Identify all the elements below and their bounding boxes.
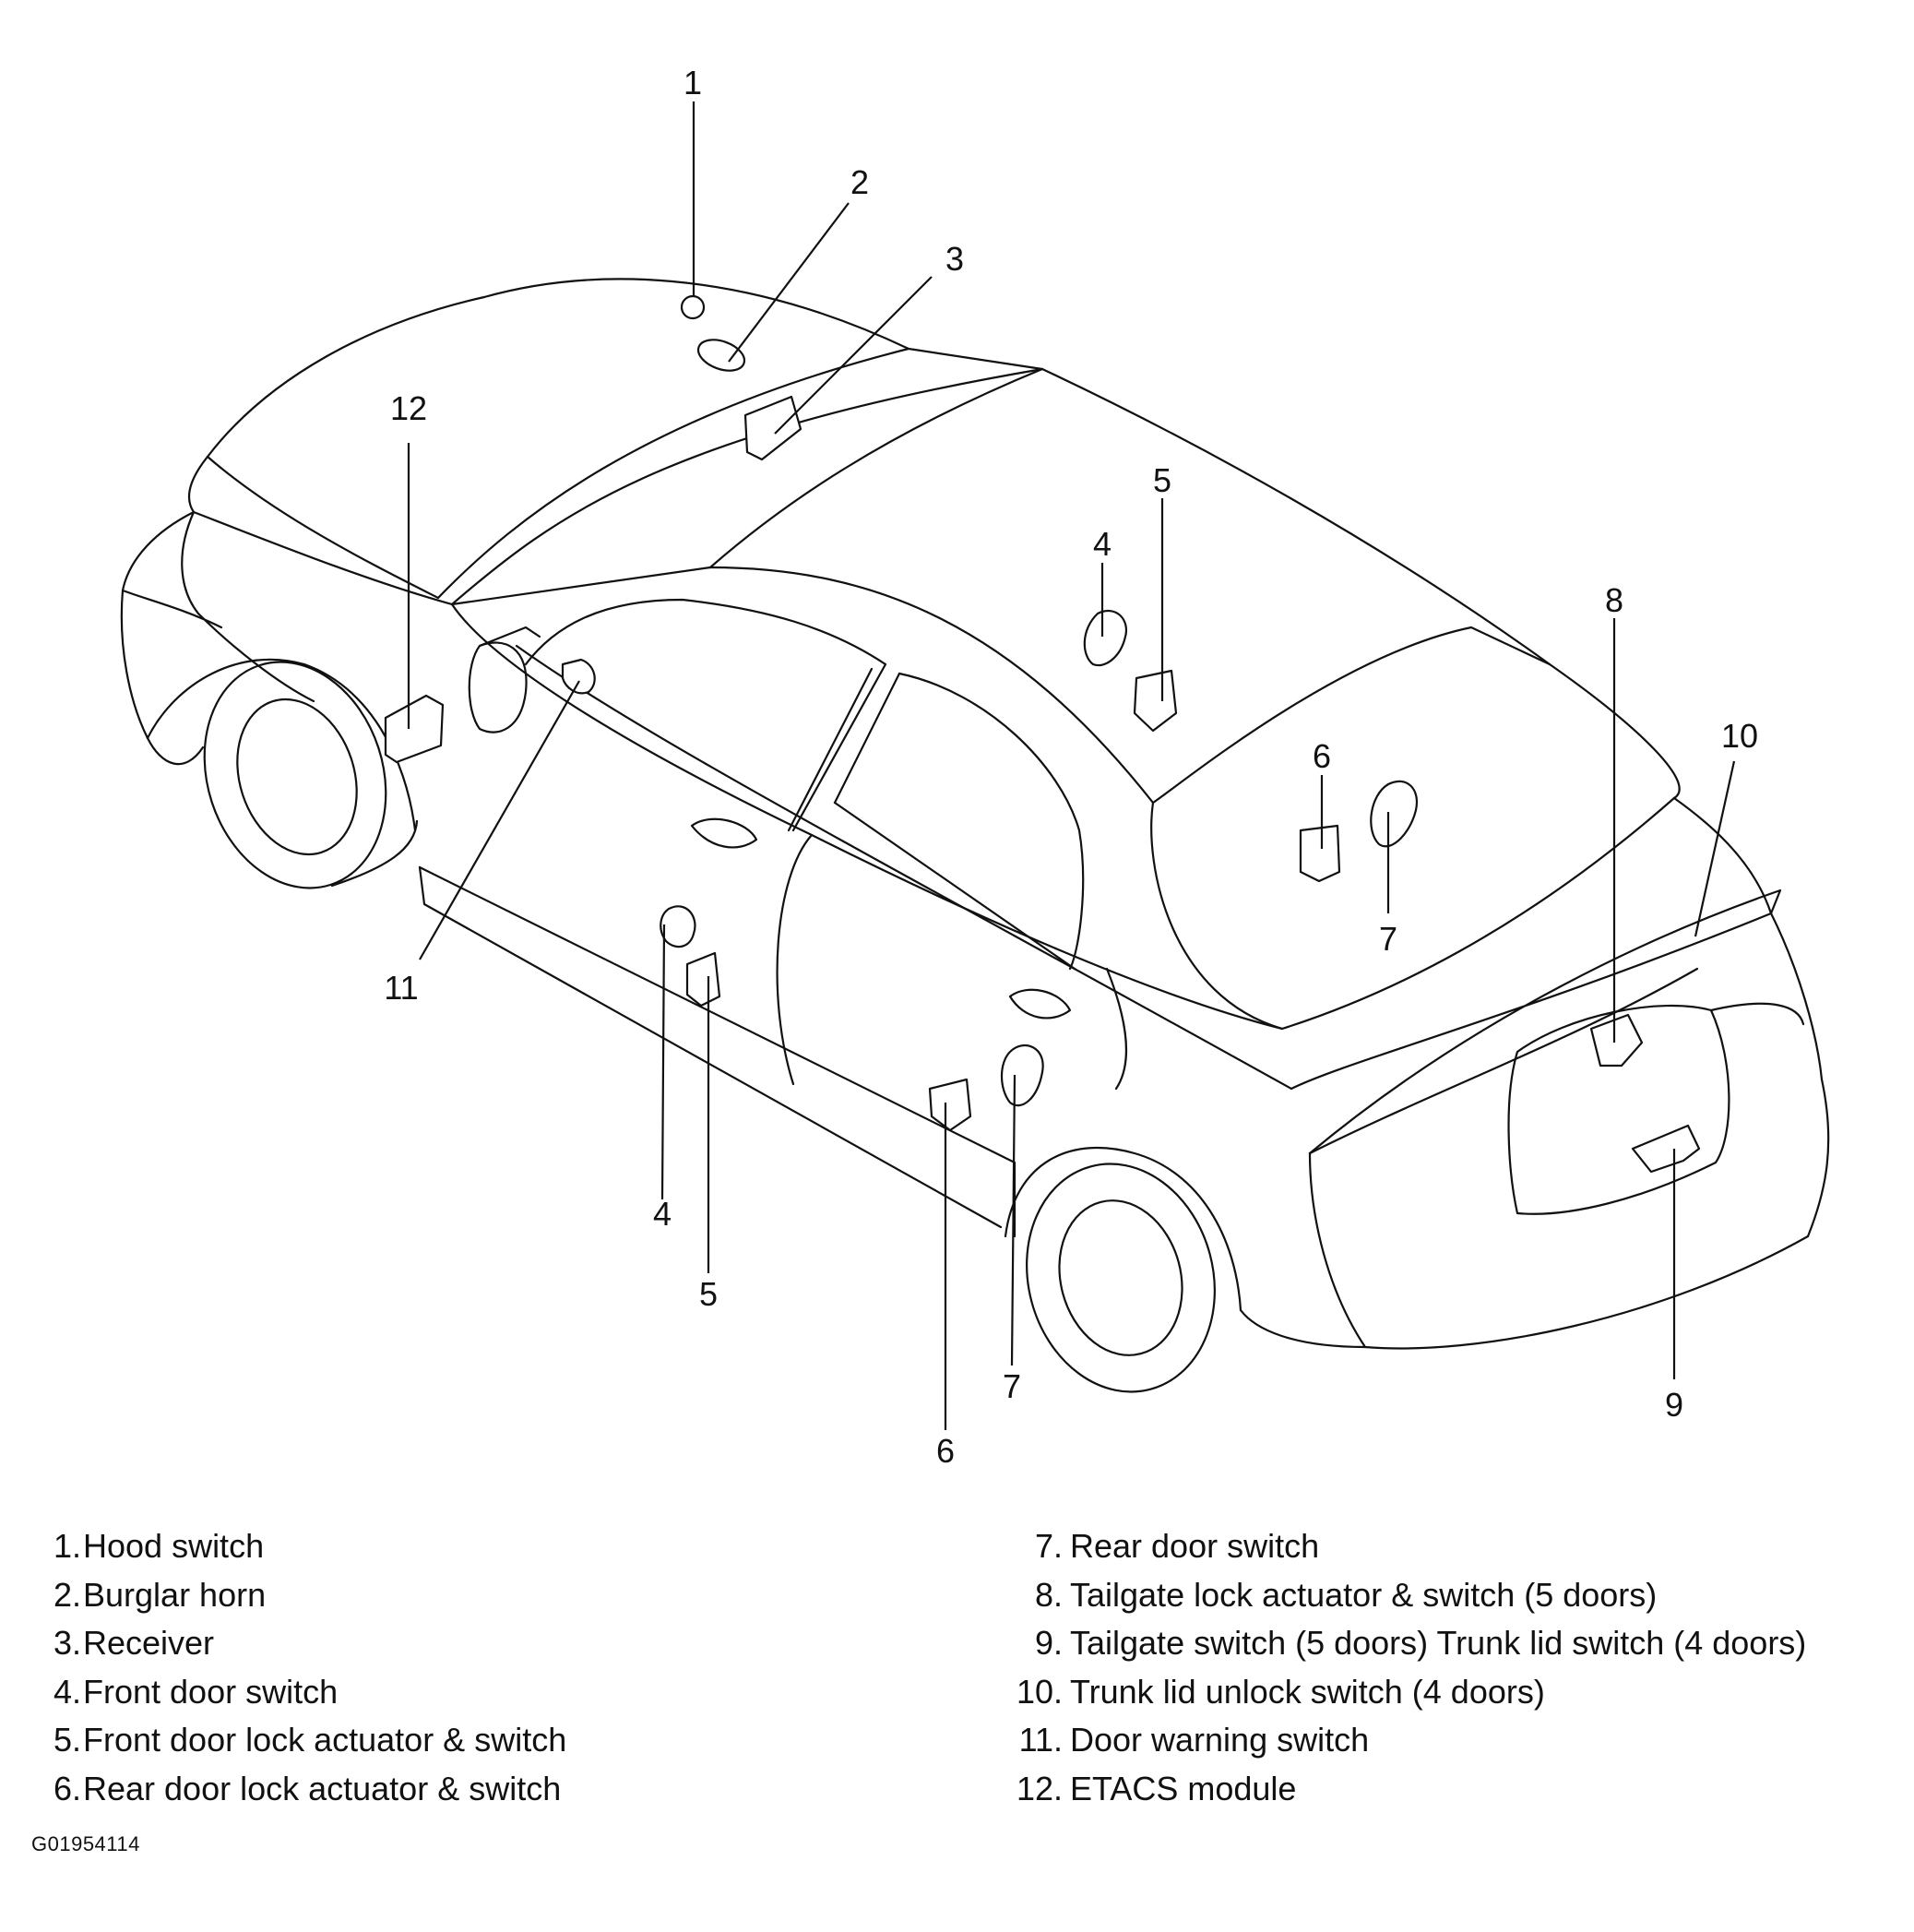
rear-door-lock-actuator-lower-marker xyxy=(928,1078,972,1132)
legend-item: 10.Trunk lid unlock switch (4 doors) xyxy=(1016,1672,1545,1711)
legend-item: 3.Receiver xyxy=(53,1624,215,1662)
legend-item: 8.Tailgate lock actuator & switch (5 doo… xyxy=(1034,1575,1658,1614)
callout-7-upper: 7 xyxy=(1379,920,1397,958)
legend-item: 9.Tailgate switch (5 doors) Trunk lid sw… xyxy=(1034,1624,1807,1662)
callout-12: 12 xyxy=(390,389,427,427)
callout-3: 3 xyxy=(945,240,964,278)
callout-6-lower: 6 xyxy=(936,1432,955,1470)
leader-lines xyxy=(407,101,1736,1430)
callout-1: 1 xyxy=(684,64,702,101)
leader-line-3 xyxy=(774,276,933,435)
front-door-switch-marker xyxy=(1083,610,1128,667)
rear-door-switch-marker xyxy=(1370,780,1419,848)
rear-door-lock-actuator-marker xyxy=(1299,824,1341,883)
callout-8: 8 xyxy=(1605,581,1623,619)
door-warning-switch-marker xyxy=(561,658,596,695)
callout-numbers: 1 2 3 12 4 5 6 7 8 10 11 4 5 6 7 9 xyxy=(384,64,1758,1470)
front-door-switch-lower-marker xyxy=(660,905,696,948)
legend-column-left: 1.Hood switch 2.Burglar horn 3.Receiver … xyxy=(28,1522,567,1813)
etacs-module-marker xyxy=(384,694,445,764)
burglar-horn-marker xyxy=(696,339,746,372)
callout-4-lower: 4 xyxy=(653,1195,672,1233)
legend-item: 11.Door warning switch xyxy=(1018,1721,1370,1759)
car-body-outline xyxy=(120,278,1830,1393)
legend-column-right: 7.Rear door switch 8.Tailgate lock actua… xyxy=(1001,1522,1807,1813)
legend-item: 5.Front door lock actuator & switch xyxy=(53,1721,567,1759)
callout-9: 9 xyxy=(1665,1386,1683,1424)
callout-10: 10 xyxy=(1721,717,1758,755)
legend-item: 1.Hood switch xyxy=(53,1527,265,1565)
front-door-lock-actuator-lower-marker xyxy=(685,951,721,1008)
leader-line-4-lower xyxy=(660,924,666,1200)
leader-line-2 xyxy=(728,202,850,363)
callout-11: 11 xyxy=(384,969,418,1007)
receiver-marker xyxy=(743,395,802,461)
figure-code: G01954114 xyxy=(31,1832,140,1855)
callout-5-upper: 5 xyxy=(1153,461,1171,499)
car-component-location-diagram: 1 2 3 12 4 5 6 7 8 10 11 4 5 6 7 9 xyxy=(120,64,1830,1470)
legend-item: 12.ETACS module xyxy=(1016,1769,1297,1807)
legend-item: 6.Rear door lock actuator & switch xyxy=(53,1769,562,1807)
callout-2: 2 xyxy=(850,163,869,201)
front-door-lock-actuator-marker xyxy=(1133,669,1178,733)
leader-line-7-lower xyxy=(1010,1074,1016,1366)
callout-7-lower: 7 xyxy=(1003,1367,1021,1405)
callout-4-upper: 4 xyxy=(1093,525,1112,563)
leader-line-11 xyxy=(419,680,580,960)
leader-line-10 xyxy=(1694,760,1736,937)
callout-5-lower: 5 xyxy=(699,1275,718,1313)
component-markers xyxy=(384,294,1701,1174)
tailgate-lock-actuator-marker xyxy=(1589,1013,1644,1067)
parts-legend: 1.Hood switch 2.Burglar horn 3.Receiver … xyxy=(0,1522,1914,1854)
hood-switch-marker xyxy=(680,294,706,320)
rear-door-switch-lower-marker xyxy=(1001,1044,1044,1107)
tailgate-switch-marker xyxy=(1631,1124,1701,1174)
legend-item: 2.Burglar horn xyxy=(53,1575,267,1614)
legend-item: 4.Front door switch xyxy=(53,1672,339,1711)
callout-6-upper: 6 xyxy=(1313,737,1331,775)
legend-item: 7.Rear door switch xyxy=(1034,1527,1320,1565)
